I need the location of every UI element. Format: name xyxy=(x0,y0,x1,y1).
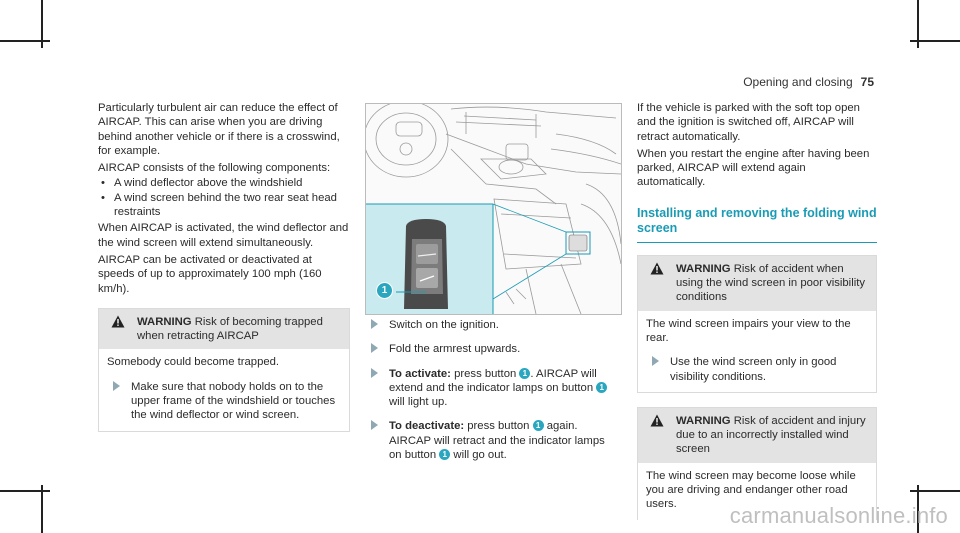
step-text: press button xyxy=(467,420,530,433)
warning-title: WARNING xyxy=(676,414,731,427)
instruction-step: To activate: press button 1. AIRCAP will… xyxy=(365,367,620,410)
step-text: Fold the armrest upwards. xyxy=(389,343,521,356)
arrow-icon xyxy=(371,319,378,329)
crop-mark xyxy=(0,40,50,42)
step-text: again. AIRCAP will retract and the indic… xyxy=(389,420,605,462)
arrow-icon xyxy=(113,380,120,391)
warning-header: WARNING Risk of becoming trapped when re… xyxy=(99,308,349,350)
crop-mark xyxy=(917,0,919,48)
section-name: Opening and closing xyxy=(743,75,853,89)
arrow-icon xyxy=(371,367,378,378)
warning-triangle-icon xyxy=(650,414,664,427)
page-header: Opening and closing 75 xyxy=(743,75,874,89)
instruction-step: To deactivate: press button 1 again. AIR… xyxy=(365,419,620,462)
warning-title: WARNING xyxy=(137,315,192,328)
paragraph: AIRCAP consists of the following compone… xyxy=(98,162,331,175)
step-label: To deactivate: xyxy=(389,420,465,433)
step-text: Switch on the ignition. xyxy=(389,319,499,331)
crop-mark xyxy=(41,485,43,533)
left-column: Particularly turbulent air can reduce th… xyxy=(98,101,350,432)
instruction-step: Make sure that nobody holds on to the up… xyxy=(107,380,341,423)
warning-box: WARNING Risk of accident when using the … xyxy=(637,254,877,393)
warning-header: WARNING Risk of accident and injury due … xyxy=(638,407,876,463)
page-number: 75 xyxy=(860,75,874,89)
step-label: To activate: xyxy=(389,367,451,380)
warning-risk: Risk of accident when using the wind scr… xyxy=(676,262,866,304)
step-text: Use the wind screen only in good visibil… xyxy=(670,356,837,383)
right-column: If the vehicle is parked with the soft t… xyxy=(637,101,877,520)
step-text: will light up. xyxy=(389,396,448,409)
instruction-step: Switch on the ignition. xyxy=(365,318,620,332)
paragraph: AIRCAP can be activated or deactivated a… xyxy=(98,253,322,295)
warning-triangle-icon xyxy=(111,315,125,328)
warning-risk: Risk of accident and injury due to an in… xyxy=(676,414,866,456)
crop-mark xyxy=(41,0,43,48)
warning-triangle-icon xyxy=(650,262,664,275)
button-ref-1: 1 xyxy=(439,449,451,461)
warning-text: Somebody could become trapped. xyxy=(107,356,280,369)
paragraph: When AIRCAP is activated, the wind defle… xyxy=(98,222,349,249)
warning-body: The wind screen may become loose while y… xyxy=(638,462,876,520)
crop-mark xyxy=(910,490,960,492)
warning-box: WARNING Risk of becoming trapped when re… xyxy=(98,307,350,432)
button-ref-1: 1 xyxy=(596,381,608,393)
section-title: Installing and removing the folding wind… xyxy=(637,206,877,243)
arrow-icon xyxy=(371,420,378,431)
middle-column: Switch on the ignition. Fold the armrest… xyxy=(365,318,620,462)
watermark: carmanualsonline.info xyxy=(729,503,948,528)
list-item: A wind deflector above the windshield xyxy=(98,176,350,191)
button-ref-1: 1 xyxy=(519,367,531,379)
component-list: A wind deflector above the windshield A … xyxy=(98,176,350,219)
instruction-step: Fold the armrest upwards. xyxy=(365,342,620,356)
callout-1: 1 xyxy=(376,282,393,299)
warning-text: The wind screen impairs your view to the… xyxy=(646,317,851,344)
list-item: A wind screen behind the two rear seat h… xyxy=(98,191,350,220)
arrow-icon xyxy=(371,343,378,354)
car-interior-drawing xyxy=(366,104,621,314)
warning-box: WARNING Risk of accident and injury due … xyxy=(637,406,877,520)
paragraph: If the vehicle is parked with the soft t… xyxy=(637,102,860,143)
crop-mark xyxy=(0,490,50,492)
warning-header: WARNING Risk of accident when using the … xyxy=(638,255,876,311)
paragraph: When you restart the engine after having… xyxy=(637,147,870,189)
crop-mark xyxy=(917,485,919,533)
step-text: will go out. xyxy=(453,449,507,462)
paragraph: Particularly turbulent air can reduce th… xyxy=(98,102,340,157)
warning-body: The wind screen impairs your view to the… xyxy=(638,310,876,392)
warning-body: Somebody could become trapped. Make sure… xyxy=(99,349,349,431)
button-ref-1: 1 xyxy=(532,420,544,432)
step-text: . AIRCAP will extend and the indicator l… xyxy=(389,367,597,394)
warning-title: WARNING xyxy=(676,262,731,275)
warning-risk: Risk of becoming trapped when retracting… xyxy=(137,315,323,343)
warning-text: The wind screen may become loose while y… xyxy=(646,469,856,511)
arrow-icon xyxy=(652,356,659,367)
step-text: Make sure that nobody holds on to the up… xyxy=(131,380,336,422)
console-illustration: 1 xyxy=(365,103,622,315)
crop-mark xyxy=(910,40,960,42)
instruction-step: Use the wind screen only in good visibil… xyxy=(646,355,868,384)
step-text: press button xyxy=(454,367,517,380)
